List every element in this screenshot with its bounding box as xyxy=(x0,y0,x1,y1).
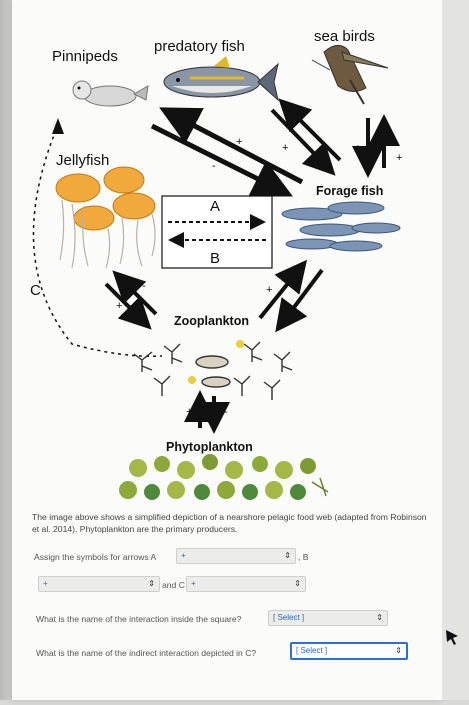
label-jellyfish: Jellyfish xyxy=(56,152,110,169)
food-web-art xyxy=(32,45,401,500)
sign-minus: - xyxy=(356,140,360,152)
mouse-cursor-icon xyxy=(446,630,458,645)
sign-plus: + xyxy=(186,406,193,418)
screen-bezel-right xyxy=(442,0,469,700)
seal-illustration xyxy=(72,80,149,107)
select-caret-icon: ⇕ xyxy=(376,613,383,622)
label-sea-birds: sea birds xyxy=(314,28,375,45)
square-interaction-select-value: [ Select ] xyxy=(273,613,305,622)
label-arrow-a: A xyxy=(210,198,221,215)
sign-minus: - xyxy=(212,160,216,172)
select-caret-icon: ⇕ xyxy=(284,551,291,560)
sign-plus: + xyxy=(116,300,123,312)
figure-caption: The image above shows a simplified depic… xyxy=(32,512,427,534)
label-arrow-b: B xyxy=(210,250,221,267)
sign-plus: + xyxy=(266,284,273,296)
label-zooplankton: Zooplankton xyxy=(174,314,249,328)
indirect-interaction-select[interactable]: [ Select ] ⇕ xyxy=(290,642,408,660)
question-indirect-interaction: What is the name of the indirect interac… xyxy=(36,648,257,658)
label-arrow-c: C xyxy=(30,282,41,299)
arrow-b-select[interactable]: + ⇕ xyxy=(38,576,160,592)
interaction-square xyxy=(161,195,273,269)
arrow-b-select-value: + xyxy=(43,579,48,588)
sign-plus: + xyxy=(396,152,403,164)
sign-plus: + xyxy=(282,142,289,154)
zooplankton-illustration xyxy=(133,340,293,400)
arrow-a-select[interactable]: + ⇕ xyxy=(176,548,296,564)
select-caret-icon: ⇕ xyxy=(294,579,301,588)
sign-minus: - xyxy=(224,406,228,418)
label-pinnipeds: Pinnipeds xyxy=(52,48,118,65)
phytoplankton-illustration xyxy=(119,454,329,500)
sign-plus: + xyxy=(236,136,243,148)
select-caret-icon: ⇕ xyxy=(148,579,155,588)
arrow-c-select[interactable]: + ⇕ xyxy=(186,576,306,592)
label-phytoplankton: Phytoplankton xyxy=(166,440,253,454)
label-predatory-fish: predatory fish xyxy=(154,38,245,55)
tuna-illustration xyxy=(163,56,279,102)
food-web-diagram: Pinnipeds predatory fish sea birds Jelly… xyxy=(12,0,442,505)
arrow-c-select-value: + xyxy=(191,579,196,588)
question-square-interaction: What is the name of the interaction insi… xyxy=(36,614,242,624)
label-b-separator: , B xyxy=(298,552,309,562)
question-page: Pinnipeds predatory fish sea birds Jelly… xyxy=(12,0,442,700)
forage-fish-illustration xyxy=(281,201,401,252)
question-assign-symbols: Assign the symbols for arrows A xyxy=(34,552,157,562)
indirect-interaction-select-value: [ Select ] xyxy=(296,646,328,655)
label-forage-fish: Forage fish xyxy=(316,184,384,198)
pelican-illustration xyxy=(311,45,389,105)
square-interaction-select[interactable]: [ Select ] ⇕ xyxy=(268,610,388,626)
sign-minus: - xyxy=(142,280,146,292)
jellyfish-illustration xyxy=(55,166,156,269)
select-caret-icon: ⇕ xyxy=(395,646,402,655)
label-and-c: and C xyxy=(162,580,185,590)
arrow-a-select-value: + xyxy=(181,551,186,560)
